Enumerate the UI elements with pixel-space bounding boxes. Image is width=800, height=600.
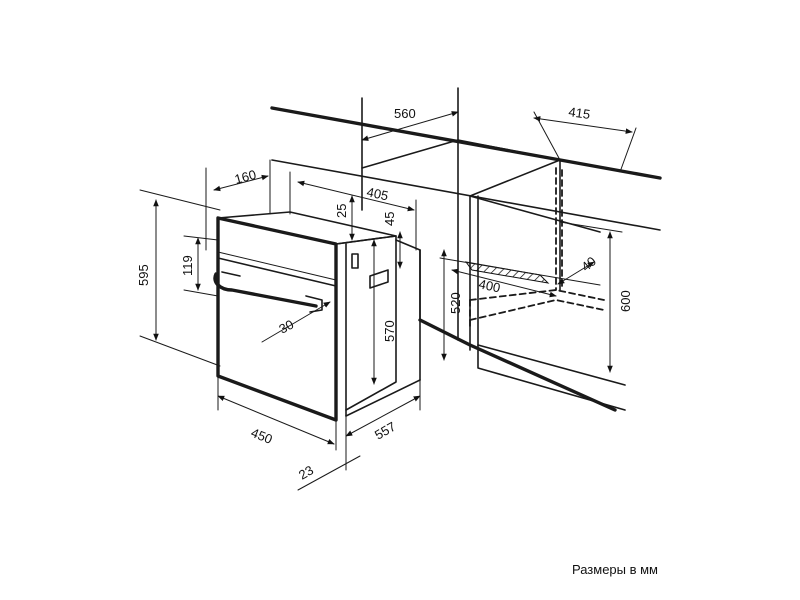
handle-bracket-right (305, 295, 323, 313)
units-note: Размеры в мм (571, 562, 658, 577)
label-oven-width: 450 (249, 425, 275, 447)
handle-bracket-left (221, 271, 241, 277)
label-niche-height: 520 (448, 292, 463, 314)
oven-front (216, 216, 338, 422)
ext-415-b (619, 127, 637, 173)
niche-top-edge (361, 139, 561, 169)
control-panel-line-2 (217, 251, 337, 281)
dim-line-handle-offset (261, 301, 331, 343)
dim-line-oven-depth (345, 395, 421, 437)
label-oven-depth: 557 (372, 419, 398, 443)
label-niche-width: 400 (477, 276, 501, 295)
label-panel-depth: 160 (233, 167, 258, 187)
label-cutout-depth: 405 (365, 184, 389, 203)
label-door-thickness: 23 (296, 462, 316, 482)
dim-line-cabinet-width (361, 111, 459, 141)
dim-line-door-thickness (297, 455, 361, 491)
niche-plinth (477, 344, 626, 411)
niche-floor-edge (477, 344, 626, 386)
ext-119-bottom (183, 289, 219, 297)
countertop-edge (270, 106, 662, 180)
label-oven-height: 595 (136, 264, 151, 286)
vent-edge (439, 257, 601, 286)
countertop-edge-lower (271, 159, 661, 231)
label-control-panel-height: 119 (180, 255, 195, 276)
ext-595-top (139, 189, 221, 211)
hidden-floor-2 (469, 299, 605, 321)
cabinet-niche (270, 87, 662, 412)
side-slot (351, 253, 359, 269)
dim-line-oven-width (217, 395, 335, 445)
oven-bottom-edge (345, 379, 421, 417)
dim-line-cabinet-depth (533, 116, 633, 134)
control-panel-line (217, 257, 337, 287)
ext-119-top (183, 235, 219, 241)
ext-595-bottom (139, 335, 221, 367)
niche-right-top-edge (469, 195, 601, 233)
label-cabinet-width: 560 (394, 106, 416, 121)
label-body-height: 570 (382, 320, 397, 342)
oven (213, 211, 421, 422)
label-top-gap: 45 (382, 212, 397, 226)
side-mounting-bracket (369, 269, 389, 289)
dim-line-niche-width (451, 268, 557, 298)
ext-600-top (559, 221, 623, 233)
oven-handle (213, 272, 318, 308)
label-vent-gap: 40 (578, 254, 599, 275)
niche-floor-front (418, 318, 617, 412)
dimension-lines (139, 111, 637, 491)
label-cabinet-depth: 415 (568, 104, 592, 122)
ext-415-a (533, 111, 561, 161)
dim-line-vent-gap (557, 261, 595, 285)
label-handle-offset: 30 (276, 317, 296, 337)
dim-line-cutout-depth (297, 180, 415, 212)
label-top-clearance: 25 (334, 204, 349, 218)
label-cabinet-height: 600 (618, 290, 633, 312)
dim-line-panel-depth (213, 174, 269, 192)
